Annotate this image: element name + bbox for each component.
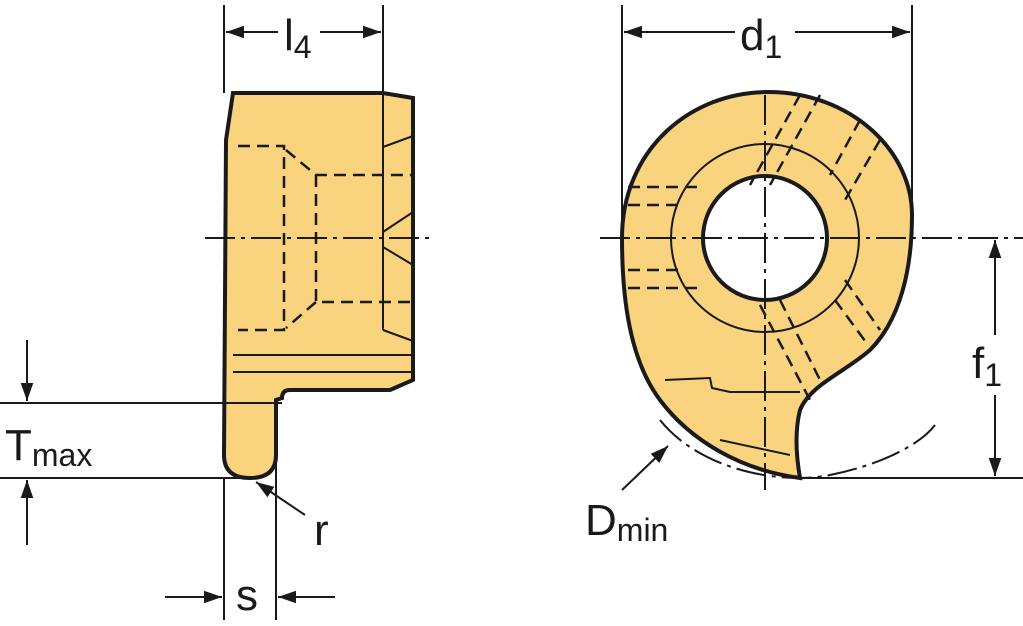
svg-text:Tmax: Tmax [5,421,92,473]
f1-sub: 1 [984,357,1002,393]
l4-label: l [284,11,294,60]
svg-text:Dmin: Dmin [585,496,668,548]
svg-text:f1: f1 [972,339,1002,393]
d1-label: d [740,11,764,60]
svg-text:l4: l4 [284,11,312,65]
dmin-label: D [585,496,617,545]
side-view [0,5,435,620]
front-view [600,5,1023,490]
r-label: r [314,506,329,555]
dmin-leader [621,445,669,491]
tmax-label: T [5,421,32,470]
front-body [619,89,915,481]
svg-text:d1: d1 [740,11,782,65]
dim-l4: l4 [226,11,381,65]
side-body [221,91,415,481]
tmax-sub: max [32,437,92,473]
s-label: s [236,571,258,620]
l4-sub: 4 [294,29,312,65]
f1-label: f [972,339,985,388]
d1-sub: 1 [764,29,782,65]
dmin-sub: min [617,512,669,548]
r-leader [255,481,306,516]
